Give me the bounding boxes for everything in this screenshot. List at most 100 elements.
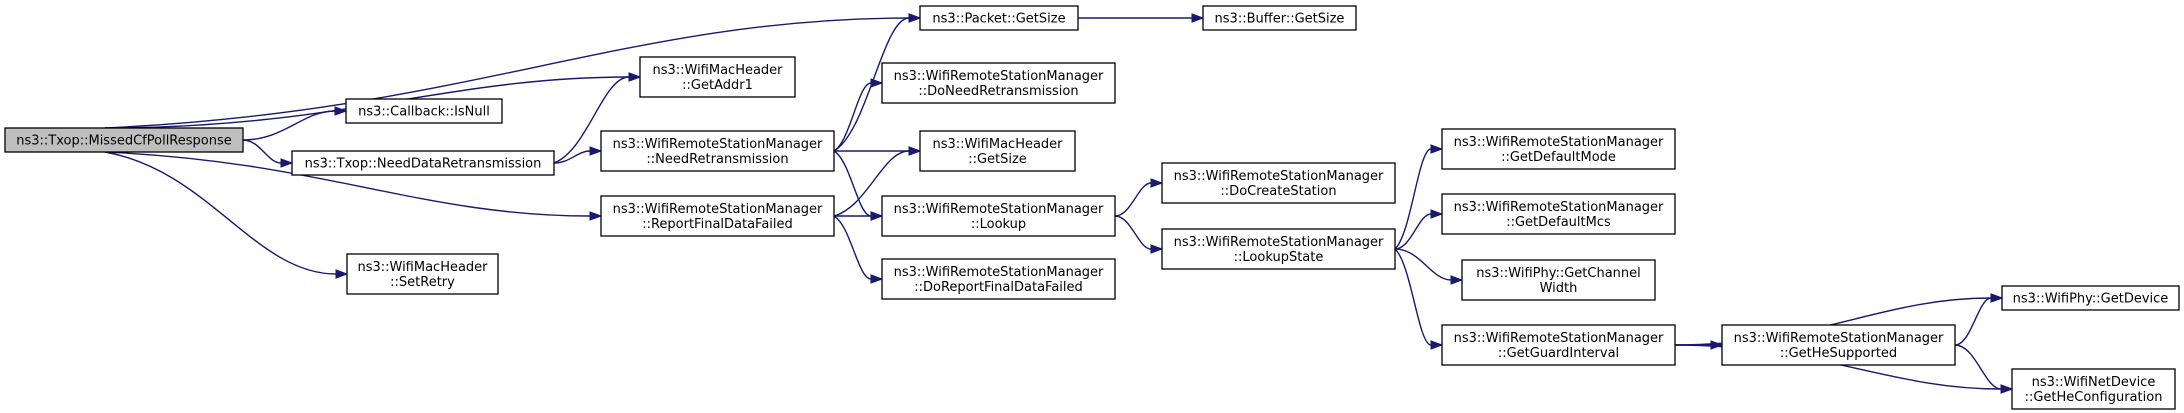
call-edge-line <box>833 150 872 217</box>
call-edge-line <box>833 17 910 152</box>
call-edge-line <box>1394 248 1432 346</box>
function-node-label: ns3::Callback::IsNull <box>358 105 490 120</box>
function-node-label: ::DoNeedRetransmission <box>918 84 1078 99</box>
function-node-txop-needdata[interactable]: ns3::Txop::NeedDataRetransmission <box>291 150 555 176</box>
function-node-rsm-need[interactable]: ns3::WifiRemoteStationManager::NeedRetra… <box>600 130 835 172</box>
call-edge-arrowhead <box>1150 178 1164 188</box>
function-node-label: ns3::WifiRemoteStationManager <box>1454 135 1664 150</box>
function-node-label: ::GetDefaultMode <box>1501 150 1616 165</box>
function-node-box <box>2001 285 2180 311</box>
function-node-rsm-report[interactable]: ns3::WifiRemoteStationManager::ReportFin… <box>600 195 835 237</box>
function-node-box <box>1441 128 1676 170</box>
function-node-box <box>919 5 1079 31</box>
call-edge-rsm-need-to-rsm-doneed <box>833 78 884 152</box>
call-edge-line <box>1114 182 1152 217</box>
function-node-label: ns3::WifiMacHeader <box>932 137 1063 152</box>
call-edge-rsm-lookupstate-to-rsm-getdefmode <box>1394 144 1444 250</box>
call-edge-line <box>242 110 336 141</box>
call-edge-rsm-lookupstate-to-rsm-getgi <box>1394 248 1444 350</box>
call-edge-rsm-lookup-to-rsm-lookupstate <box>1114 215 1164 254</box>
function-node-box <box>881 258 1116 300</box>
function-node-label: ::GetHeConfiguration <box>2025 390 2163 405</box>
function-node-box <box>1161 228 1396 270</box>
function-node-label: ns3::WifiRemoteStationManager <box>894 69 1104 84</box>
function-node-label: ::NeedRetransmission <box>646 152 788 167</box>
function-node-rsm-doreport[interactable]: ns3::WifiRemoteStationManager::DoReportF… <box>881 258 1116 300</box>
call-edge-txop-needdata-to-rsm-need <box>553 146 603 164</box>
function-node-rsm-getgi[interactable]: ns3::WifiRemoteStationManager::GetGuardI… <box>1441 324 1676 366</box>
call-edge-rsm-need-to-pkt-getsize <box>833 13 922 152</box>
function-node-rsm-gethesupp[interactable]: ns3::WifiRemoteStationManager::GetHeSupp… <box>1721 324 1956 366</box>
function-node-label: ::GetGuardInterval <box>1498 346 1619 361</box>
call-edge-line <box>1394 213 1432 250</box>
function-node-box <box>881 195 1116 237</box>
call-edge-rsm-lookupstate-to-phy-getchanwidth <box>1394 248 1464 285</box>
call-edge-line <box>833 150 910 217</box>
function-node-label: ns3::Packet::GetSize <box>932 12 1065 27</box>
function-node-box <box>881 62 1116 104</box>
function-node-box <box>1202 5 1357 31</box>
call-edge-rsm-gethesupp-to-nd-gethecfg <box>1954 344 2014 394</box>
function-node-mac-setretry[interactable]: ns3::WifiMacHeader::SetRetry <box>346 253 499 295</box>
function-node-cb-isnull[interactable]: ns3::Callback::IsNull <box>345 98 503 124</box>
function-node-label: ns3::Buffer::GetSize <box>1215 12 1345 27</box>
call-edge-pkt-getsize-to-buf-getsize <box>1078 13 1205 23</box>
function-node-rsm-docreate[interactable]: ns3::WifiRemoteStationManager::DoCreateS… <box>1161 162 1396 204</box>
call-edge-line <box>833 82 872 152</box>
function-node-mac-getaddr1[interactable]: ns3::WifiMacHeader::GetAddr1 <box>639 56 796 98</box>
function-node-label: ::SetRetry <box>390 275 455 290</box>
function-node-nd-gethecfg[interactable]: ns3::WifiNetDevice::GetHeConfiguration <box>2011 368 2176 410</box>
function-node-rsm-lookupstate[interactable]: ns3::WifiRemoteStationManager::LookupSta… <box>1161 228 1396 270</box>
function-node-box <box>291 150 555 176</box>
call-edge-line <box>1394 248 1452 281</box>
function-node-box <box>1461 259 1656 301</box>
function-node-box <box>919 130 1076 172</box>
function-node-box <box>1161 162 1396 204</box>
call-edge-line <box>553 76 630 164</box>
call-edge-rsm-gethesupp-to-phy-getdevice <box>1954 293 2004 346</box>
function-node-box <box>346 253 499 295</box>
function-node-label: ns3::WifiRemoteStationManager <box>1454 331 1664 346</box>
function-node-label: ns3::WifiMacHeader <box>357 260 488 275</box>
function-node-rsm-getdefmcs[interactable]: ns3::WifiRemoteStationManager::GetDefaul… <box>1441 193 1676 235</box>
call-edge-arrowhead <box>1150 244 1164 254</box>
call-edge-arrowhead <box>1430 209 1444 219</box>
call-edge-line <box>1954 297 1992 346</box>
function-node-box <box>4 127 244 153</box>
function-node-label: ::GetHeSupported <box>1780 346 1897 361</box>
call-edge-root-to-cb-isnull <box>242 106 348 141</box>
call-edge-arrowhead <box>1430 340 1444 350</box>
function-node-buf-getsize[interactable]: ns3::Buffer::GetSize <box>1202 5 1357 31</box>
function-node-label: ::GetSize <box>968 152 1027 167</box>
function-node-root[interactable]: ns3::Txop::MissedCfPollResponse <box>4 127 244 153</box>
function-node-mac-getsize[interactable]: ns3::WifiMacHeader::GetSize <box>919 130 1076 172</box>
call-edge-rsm-report-to-rsm-doreport <box>833 215 884 284</box>
call-edge-root-to-rsm-report <box>104 151 603 221</box>
function-node-box <box>600 195 835 237</box>
call-edge-arrowhead <box>334 106 348 116</box>
function-node-rsm-doneed[interactable]: ns3::WifiRemoteStationManager::DoNeedRet… <box>881 62 1116 104</box>
call-edge-arrowhead <box>335 269 349 279</box>
call-edge-arrowhead <box>589 146 603 156</box>
function-node-rsm-getdefmode[interactable]: ns3::WifiRemoteStationManager::GetDefaul… <box>1441 128 1676 170</box>
function-node-pkt-getsize[interactable]: ns3::Packet::GetSize <box>919 5 1079 31</box>
function-node-label: ::GetDefaultMcs <box>1506 215 1611 230</box>
function-node-label: ns3::Txop::MissedCfPollResponse <box>16 134 232 149</box>
function-node-rsm-lookup[interactable]: ns3::WifiRemoteStationManager::Lookup <box>881 195 1116 237</box>
function-node-phy-getdevice[interactable]: ns3::WifiPhy::GetDevice <box>2001 285 2180 311</box>
function-node-label: ns3::WifiNetDevice <box>2032 375 2156 390</box>
function-node-label: ::LookupState <box>1234 250 1324 265</box>
function-node-label: ::GetAddr1 <box>682 78 753 93</box>
function-node-box <box>1441 193 1676 235</box>
edges-layer <box>104 13 2014 394</box>
call-edge-arrowhead <box>1191 13 1205 23</box>
call-edge-line <box>104 151 337 275</box>
function-node-label: ::ReportFinalDataFailed <box>642 217 793 232</box>
function-node-label: Width <box>1540 281 1578 296</box>
call-edge-arrowhead <box>1430 144 1444 154</box>
nodes-layer: ns3::Txop::MissedCfPollResponse ns3::Pack… <box>4 5 2180 410</box>
call-edge-root-to-mac-setretry <box>104 151 349 279</box>
call-edge-line <box>104 17 910 129</box>
